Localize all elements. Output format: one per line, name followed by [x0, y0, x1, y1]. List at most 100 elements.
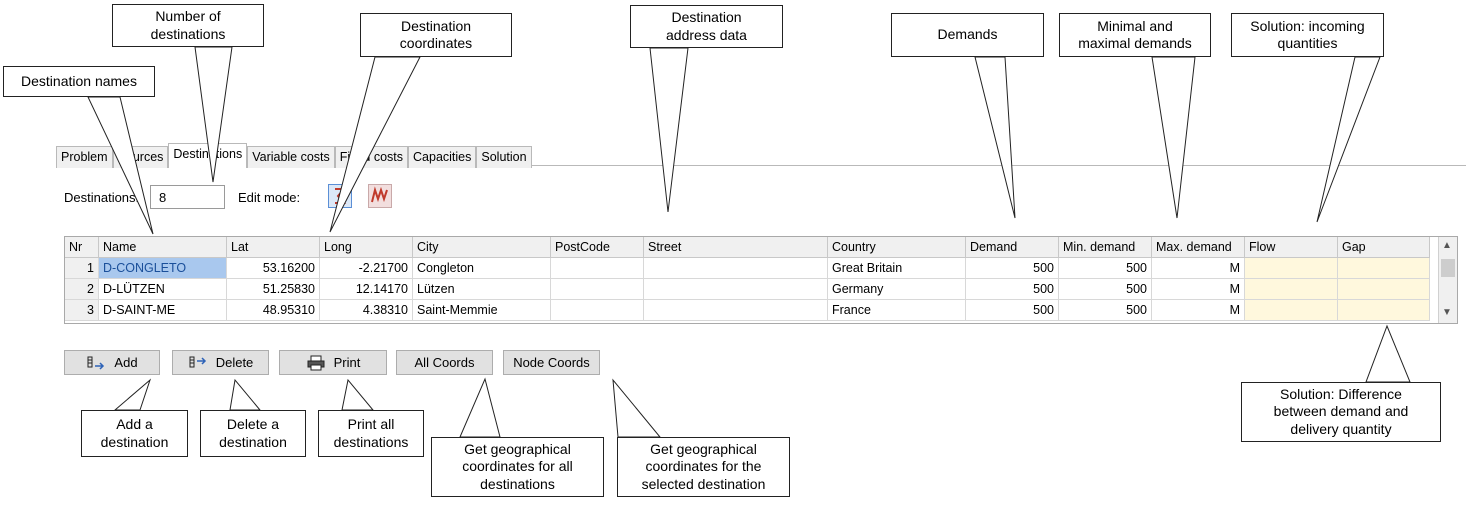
col-header-name[interactable]: Name [99, 237, 227, 258]
delete-button[interactable]: Delete [172, 350, 269, 375]
edit-mode-grid-button[interactable] [328, 184, 352, 208]
grid-header-row: Nr Name Lat Long City PostCode Street Co… [65, 237, 1430, 258]
cell-max-demand[interactable]: M [1152, 279, 1245, 300]
scroll-up-icon[interactable]: ▲ [1442, 240, 1452, 251]
cell-name[interactable]: D-SAINT-ME [99, 300, 227, 321]
callout-text: Print all destinations [333, 416, 409, 450]
callout-text: Solution: incoming quantities [1250, 17, 1365, 52]
destinations-grid[interactable]: Nr Name Lat Long City PostCode Street Co… [64, 236, 1458, 324]
col-header-flow[interactable]: Flow [1245, 237, 1338, 258]
cell-street[interactable] [644, 258, 828, 279]
cell-flow [1245, 279, 1338, 300]
node-coords-button[interactable]: Node Coords [503, 350, 600, 375]
col-header-min-demand[interactable]: Min. demand [1059, 237, 1152, 258]
cell-street[interactable] [644, 279, 828, 300]
tab-destinations[interactable]: Destinations [168, 143, 248, 168]
callout-text: Add a destination [100, 416, 169, 450]
callout-text: Number of destinations [150, 8, 226, 42]
cell-street[interactable] [644, 300, 828, 321]
col-header-street[interactable]: Street [644, 237, 828, 258]
tab-fixed-costs[interactable]: Fixed costs [334, 146, 409, 168]
callout-min-max-demands: Minimal and maximal demands [1059, 13, 1211, 57]
cell-country[interactable]: Great Britain [828, 258, 966, 279]
print-button-label: Print [333, 355, 361, 370]
col-header-postcode[interactable]: PostCode [551, 237, 644, 258]
cell-nr: 1 [65, 258, 99, 279]
cell-min-demand[interactable]: 500 [1059, 258, 1152, 279]
cell-long[interactable]: -2.21700 [320, 258, 413, 279]
all-coords-button[interactable]: All Coords [396, 350, 493, 375]
callout-text: Destination coordinates [399, 17, 473, 52]
callout-text: Get geographical coordinates for all des… [462, 440, 573, 492]
table-row[interactable]: 2 D-LÜTZEN 51.25830 12.14170 Lützen Germ… [65, 279, 1430, 300]
freehand-edit-icon [371, 186, 388, 203]
table-row[interactable]: 3 D-SAINT-ME 48.95310 4.38310 Saint-Memm… [65, 300, 1430, 321]
delete-row-icon [189, 356, 206, 367]
cell-lat[interactable]: 53.16200 [227, 258, 320, 279]
col-header-demand[interactable]: Demand [966, 237, 1059, 258]
col-header-lat[interactable]: Lat [227, 237, 320, 258]
cell-postcode[interactable] [551, 258, 644, 279]
grid-edit-icon [335, 188, 347, 204]
cell-max-demand[interactable]: M [1152, 258, 1245, 279]
callout-destination-address-data: Destination address data [630, 5, 783, 48]
table-row[interactable]: 1 D-CONGLETO 53.16200 -2.21700 Congleton… [65, 258, 1430, 279]
tab-capacities[interactable]: Capacities [408, 146, 477, 168]
tab-variable-costs[interactable]: Variable costs [247, 146, 335, 168]
callout-text: Destination names [21, 72, 137, 89]
edit-mode-label: Edit mode: [238, 190, 301, 205]
callout-add-destination: Add a destination [81, 410, 188, 457]
edit-mode-freehand-button[interactable] [368, 184, 392, 208]
col-header-city[interactable]: City [413, 237, 551, 258]
cell-gap [1338, 258, 1430, 279]
callout-destination-names: Destination names [3, 66, 155, 97]
cell-min-demand[interactable]: 500 [1059, 279, 1152, 300]
col-header-nr[interactable]: Nr [65, 237, 99, 258]
print-button[interactable]: Print [279, 350, 387, 375]
cell-gap [1338, 279, 1430, 300]
cell-name[interactable]: D-LÜTZEN [99, 279, 227, 300]
cell-demand[interactable]: 500 [966, 258, 1059, 279]
cell-long[interactable]: 4.38310 [320, 300, 413, 321]
col-header-long[interactable]: Long [320, 237, 413, 258]
cell-city[interactable]: Congleton [413, 258, 551, 279]
cell-country[interactable]: Germany [828, 279, 966, 300]
destinations-count-label: Destinations: [64, 190, 140, 205]
add-button[interactable]: Add [64, 350, 160, 375]
cell-max-demand[interactable]: M [1152, 300, 1245, 321]
callout-text: Demands [937, 26, 998, 43]
cell-long[interactable]: 12.14170 [320, 279, 413, 300]
cell-city[interactable]: Lützen [413, 279, 551, 300]
scrollbar-thumb[interactable] [1441, 259, 1455, 277]
cell-city[interactable]: Saint-Memmie [413, 300, 551, 321]
cell-name[interactable]: D-CONGLETO [99, 258, 227, 279]
delete-button-label: Delete [215, 355, 254, 370]
cell-demand[interactable]: 500 [966, 300, 1059, 321]
scroll-down-icon[interactable]: ▼ [1442, 307, 1452, 318]
col-header-gap[interactable]: Gap [1338, 237, 1430, 258]
cell-postcode[interactable] [551, 300, 644, 321]
callout-text: Solution: Difference between demand and … [1273, 385, 1409, 437]
col-header-country[interactable]: Country [828, 237, 966, 258]
cell-lat[interactable]: 48.95310 [227, 300, 320, 321]
add-row-icon [87, 356, 105, 370]
grid-vertical-scrollbar[interactable]: ▲ ▼ [1438, 237, 1457, 323]
cell-min-demand[interactable]: 500 [1059, 300, 1152, 321]
tab-divider [56, 165, 1466, 166]
cell-country[interactable]: France [828, 300, 966, 321]
cell-lat[interactable]: 51.25830 [227, 279, 320, 300]
tab-problem[interactable]: Problem [56, 146, 113, 168]
add-button-label: Add [114, 355, 138, 370]
tab-sources[interactable]: Sources [112, 146, 169, 168]
callout-text: Minimal and maximal demands [1078, 17, 1192, 52]
cell-demand[interactable]: 500 [966, 279, 1059, 300]
callout-demands: Demands [891, 13, 1044, 57]
cell-postcode[interactable] [551, 279, 644, 300]
col-header-max-demand[interactable]: Max. demand [1152, 237, 1245, 258]
callout-get-selected-coords: Get geographical coordinates for the sel… [617, 437, 790, 497]
callout-text: Delete a destination [219, 416, 287, 450]
callout-destination-coordinates: Destination coordinates [360, 13, 512, 57]
destinations-count-input[interactable]: 8 [150, 185, 225, 209]
callout-get-all-coords: Get geographical coordinates for all des… [431, 437, 604, 497]
tab-solution[interactable]: Solution [476, 146, 532, 168]
